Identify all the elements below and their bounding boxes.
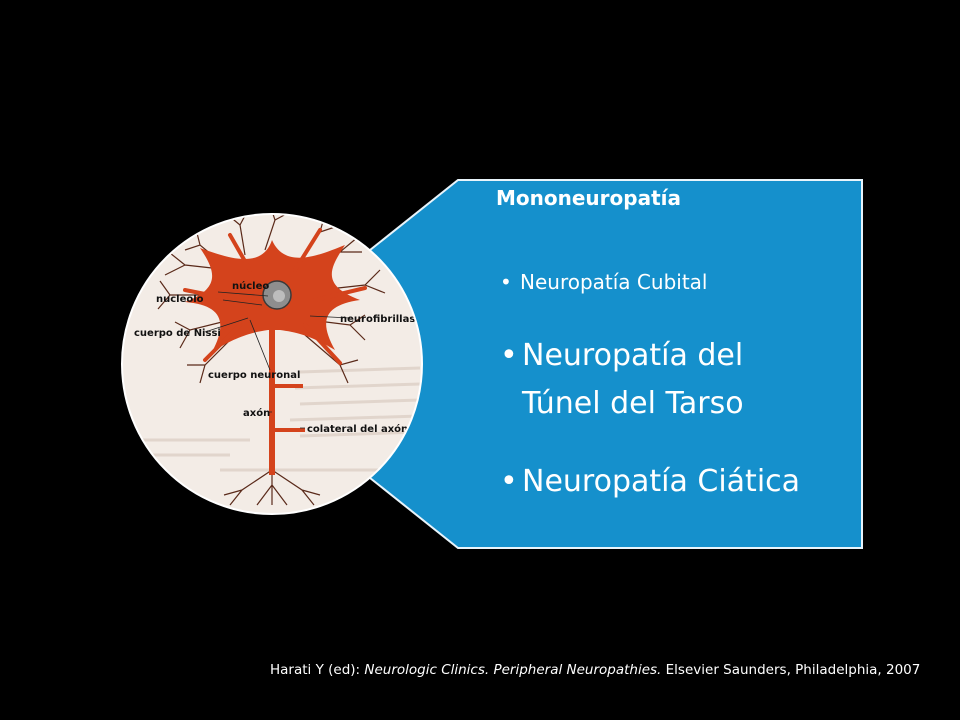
label-nucleolus: nucleolo: [156, 294, 204, 305]
citation: Harati Y (ed): Neurologic Clinics. Perip…: [270, 662, 920, 678]
bullet-text: Neuropatía Cubital: [520, 270, 708, 294]
bullet-item: • Neuropatía Ciática: [500, 462, 800, 502]
bullet-text: Neuropatía Ciática: [522, 464, 801, 499]
bullet-glyph: •: [500, 464, 518, 499]
label-axon: axón: [243, 407, 270, 419]
bullet-item: • Neuropatía del Túnel del Tarso: [500, 332, 830, 428]
bullet-item: • Neuropatía Cubital: [500, 270, 707, 294]
label-nucleus: núcleo: [232, 280, 269, 292]
bullet-glyph: •: [500, 270, 512, 294]
bullet-text: Neuropatía del Túnel del Tarso: [522, 338, 744, 421]
bullet-glyph: •: [500, 338, 518, 373]
label-nissl: cuerpo de Nissi: [134, 328, 221, 339]
panel-title: Mononeuropatía: [496, 186, 681, 210]
citation-publisher: Elsevier Saunders, Philadelphia, 2007: [661, 662, 921, 678]
neuron-diagram: núcleo nucleolo cuerpo de Nissi neurofib…: [122, 214, 422, 514]
citation-journal: Neurologic Clinics. Peripheral Neuropath…: [364, 662, 662, 678]
label-cell-body: cuerpo neuronal: [208, 370, 300, 381]
label-neurofibrils: neurofibrillas: [340, 314, 415, 325]
citation-authors: Harati Y (ed):: [270, 662, 365, 678]
label-collateral: colateral del axón: [307, 423, 408, 435]
